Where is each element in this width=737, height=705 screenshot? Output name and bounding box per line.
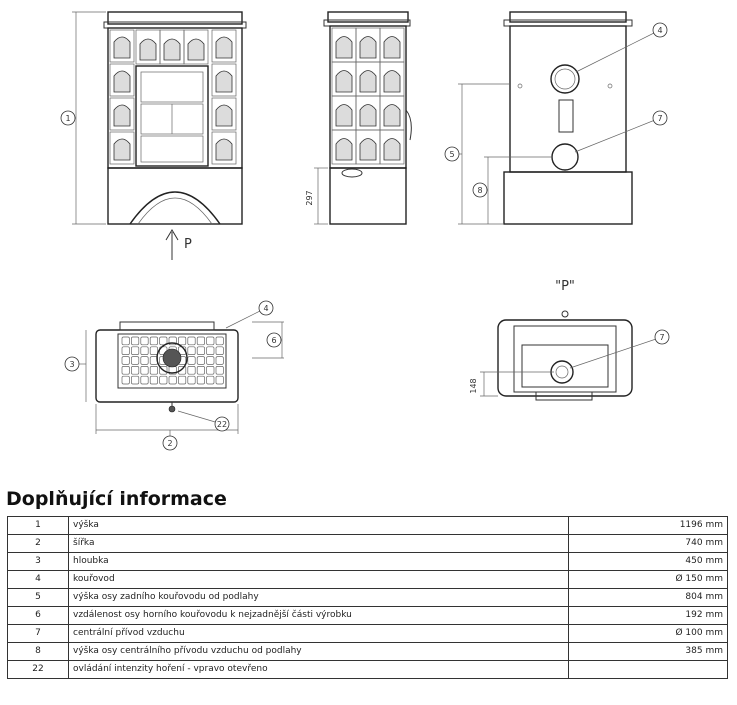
side-view: 297	[305, 11, 412, 225]
row-number: 5	[7, 588, 69, 607]
row-description: výška osy zadního kouřovodu od podlahy	[68, 588, 569, 607]
callout-4: 4	[575, 22, 668, 73]
callout-number: 4	[657, 26, 662, 35]
top-view	[85, 321, 284, 434]
callout-number: 7	[659, 333, 664, 342]
row-description: centrální přívod vzduchu	[68, 624, 569, 643]
view-p: "P" 148	[469, 279, 633, 401]
callout-number: 7	[657, 114, 662, 123]
callout-number: 3	[69, 360, 74, 369]
row-number: 1	[7, 516, 69, 535]
row-description: šířka	[68, 534, 569, 553]
callout-8: 8	[472, 182, 488, 198]
callout-number: 1	[65, 114, 70, 123]
callout-6: 6	[266, 332, 282, 348]
row-description: výška osy centrálního přívodu vzduchu od…	[68, 642, 569, 661]
row-description: výška	[68, 516, 569, 535]
row-number: 6	[7, 606, 69, 625]
callout-22: 22	[177, 410, 230, 432]
row-value	[568, 660, 728, 679]
dim-148-label: 148	[469, 378, 478, 393]
callout-7: 7	[569, 329, 670, 369]
callout-4: 4	[225, 300, 274, 329]
row-value: Ø 100 mm	[568, 624, 728, 643]
callout-7: 7	[574, 110, 668, 153]
callout-number: 5	[449, 150, 454, 159]
callout-number: 8	[477, 186, 482, 195]
row-number: 7	[7, 624, 69, 643]
row-value: 450 mm	[568, 552, 728, 571]
callout-number: 22	[217, 420, 227, 429]
section-title: Doplňující informace	[6, 488, 227, 510]
row-value: 740 mm	[568, 534, 728, 553]
row-number: 3	[7, 552, 69, 571]
row-description: ovládání intenzity hoření - vpravo otevř…	[68, 660, 569, 679]
callout-2: 2	[162, 430, 178, 451]
row-number: 22	[7, 660, 69, 679]
front-view: P	[72, 11, 247, 260]
row-value: 804 mm	[568, 588, 728, 607]
row-number: 2	[7, 534, 69, 553]
view-p-title: "P"	[555, 279, 575, 294]
row-number: 8	[7, 642, 69, 661]
row-value: 192 mm	[568, 606, 728, 625]
row-value: 385 mm	[568, 642, 728, 661]
callout-3: 3	[64, 356, 86, 372]
row-description: vzdálenost osy horního kouřovodu k nejza…	[68, 606, 569, 625]
dim-297-label: 297	[305, 190, 314, 205]
technical-drawing: P 297	[60, 11, 670, 451]
callout-1: 1	[60, 110, 76, 126]
callout-number: 4	[263, 304, 268, 313]
view-p-arrow-label: P	[184, 237, 192, 252]
callout-number: 2	[167, 439, 172, 448]
callout-5: 5	[444, 146, 462, 162]
callout-number: 6	[271, 336, 276, 345]
row-description: kouřovod	[68, 570, 569, 589]
row-description: hloubka	[68, 552, 569, 571]
row-value: 1196 mm	[568, 516, 728, 535]
row-value: Ø 150 mm	[568, 570, 728, 589]
row-number: 4	[7, 570, 69, 589]
